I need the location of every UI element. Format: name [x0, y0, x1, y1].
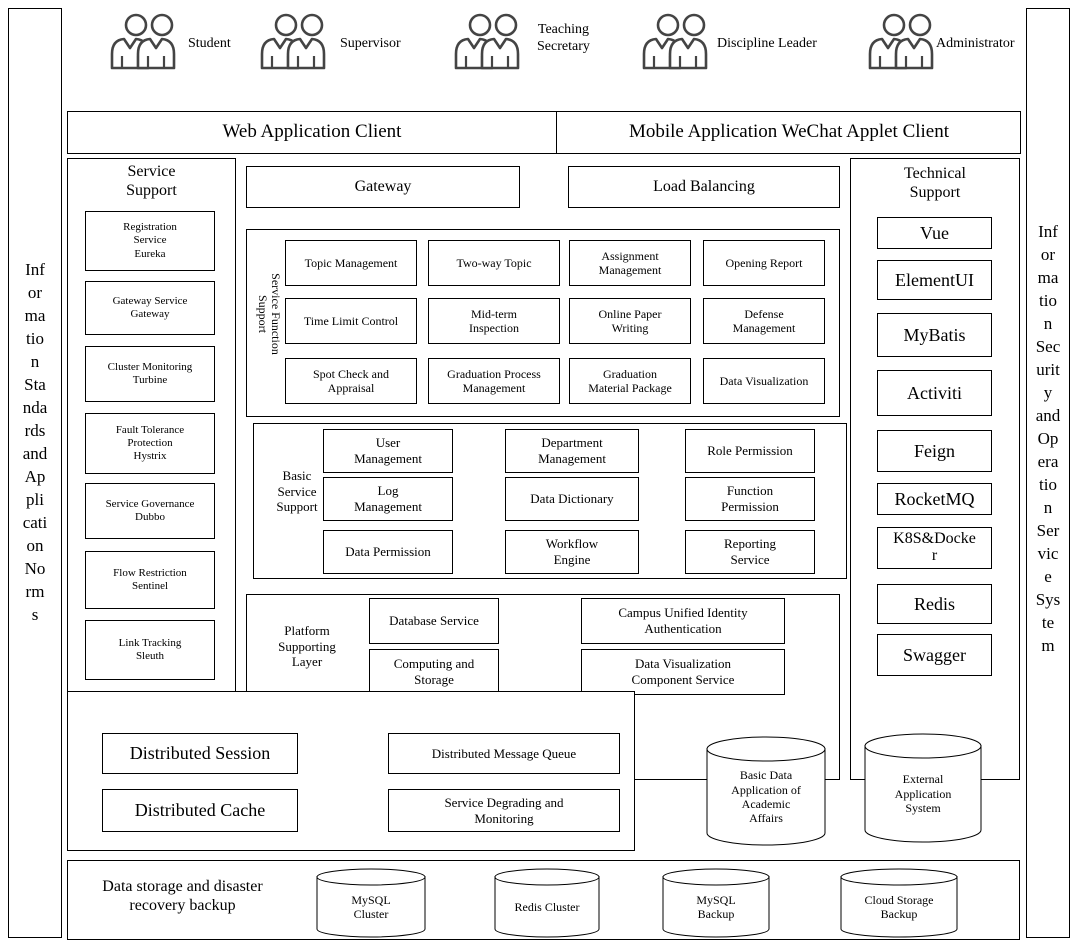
left-side-panel [8, 8, 62, 938]
service-support-item: Gateway Service Gateway [85, 281, 215, 335]
basic-service-item: Workflow Engine [505, 530, 639, 574]
platform-item: Database Service [369, 598, 499, 644]
cylinder-shape [662, 868, 770, 938]
basic-service-item: Data Dictionary [505, 477, 639, 521]
technical-support-item: Activiti [877, 370, 992, 416]
web-client: Web Application Client [222, 121, 402, 143]
basic-service-item: Data Permission [323, 530, 453, 574]
users-icon [642, 13, 708, 70]
users-icon [260, 13, 326, 70]
service-function-item: Defense Management [703, 298, 825, 344]
redis-cluster-db: Redis Cluster [494, 868, 600, 938]
mobile-client: Mobile Application WeChat Applet Client [628, 121, 950, 143]
cylinder-shape [864, 733, 982, 843]
service-support-item: Registration Service Eureka [85, 211, 215, 271]
technical-support-title: Technical Support [904, 165, 966, 202]
service-function-item: Online Paper Writing [569, 298, 691, 344]
basic-service-item: Role Permission [685, 429, 815, 473]
client-bar [67, 111, 1021, 154]
technical-support-item: MyBatis [877, 313, 992, 357]
service-function-item: Graduation Material Package [569, 358, 691, 404]
cylinder-label: Cloud Storage Backup [864, 892, 934, 921]
platform-item: Data Visualization Component Service [581, 649, 785, 695]
distributed-item: Service Degrading and Monitoring [388, 789, 620, 832]
users-icon [110, 13, 176, 70]
role-label: Supervisor [340, 36, 401, 51]
service-support-item: Flow Restriction Sentinel [85, 551, 215, 609]
cylinder-label: MySQL Backup [696, 892, 736, 921]
storage-title: Data storage and disaster recovery backu… [102, 878, 263, 915]
platform-item: Campus Unified Identity Authentication [581, 598, 785, 644]
external-db: External Application System [864, 733, 982, 843]
cylinder-label: Basic Data Application of Academic Affai… [731, 768, 801, 826]
cylinder-shape [840, 868, 958, 938]
technical-support-item: Vue [877, 217, 992, 249]
service-support-item: Link Tracking Sleuth [85, 620, 215, 680]
basic-service-item: Function Permission [685, 477, 815, 521]
service-function-item: Opening Report [703, 240, 825, 286]
service-function-item: Assignment Management [569, 240, 691, 286]
cylinder-shape [706, 736, 826, 846]
basic-service-title: Basic Service Support [276, 468, 318, 515]
technical-support-item: K8S&Docke r [877, 527, 992, 569]
load-balancing-box: Load Balancing [568, 166, 840, 208]
service-function-item: Time Limit Control [285, 298, 417, 344]
service-support-item: Service Governance Dubbo [85, 483, 215, 539]
users-icon [868, 13, 934, 70]
client-divider [556, 111, 557, 154]
service-function-item: Graduation Process Management [428, 358, 560, 404]
distributed-item: Distributed Cache [102, 789, 298, 832]
service-support-title: Service Support [126, 163, 177, 200]
role-label: Student [188, 36, 231, 51]
service-support-item: Fault Tolerance Protection Hystrix [85, 413, 215, 474]
service-function-item: Topic Management [285, 240, 417, 286]
basic-service-item: Department Management [505, 429, 639, 473]
service-function-item: Spot Check and Appraisal [285, 358, 417, 404]
service-function-item: Two-way Topic [428, 240, 560, 286]
academic-db: Basic Data Application of Academic Affai… [706, 736, 826, 846]
cylinder-label: External Application System [894, 772, 952, 816]
role-label: Discipline Leader [717, 36, 817, 51]
cylinder-shape [316, 868, 426, 938]
gateway-box: Gateway [246, 166, 520, 208]
role-label: Administrator [936, 36, 1015, 51]
platform-item: Computing and Storage [369, 649, 499, 695]
service-function-item: Mid-term Inspection [428, 298, 560, 344]
technical-support-item: Feign [877, 430, 992, 472]
technical-support-item: ElementUI [877, 260, 992, 300]
service-function-item: Data Visualization [703, 358, 825, 404]
platform-title: Platform Supporting Layer [278, 623, 336, 670]
service-support-item: Cluster Monitoring Turbine [85, 346, 215, 402]
mysql-cluster-db: MySQL Cluster [316, 868, 426, 938]
cylinder-label: Redis Cluster [514, 899, 580, 914]
basic-service-item: Log Management [323, 477, 453, 521]
mysql-backup-db: MySQL Backup [662, 868, 770, 938]
cylinder-label: MySQL Cluster [351, 892, 391, 921]
cylinder-shape [494, 868, 600, 938]
role-label: Teaching Secretary [537, 22, 590, 54]
left-side-label: Inf or ma tio n Sta nda rds and Ap pli c… [22, 260, 48, 624]
distributed-item: Distributed Session [102, 733, 298, 774]
technical-support-item: RocketMQ [877, 483, 992, 515]
distributed-item: Distributed Message Queue [388, 733, 620, 774]
right-side-label: Inf or ma tio n Sec urit y and Op era ti… [1035, 222, 1061, 655]
cloud-storage-db: Cloud Storage Backup [840, 868, 958, 938]
basic-service-item: User Management [323, 429, 453, 473]
basic-service-item: Reporting Service [685, 530, 815, 574]
right-side-panel [1026, 8, 1070, 938]
service-function-title: Service Function Support [256, 273, 283, 355]
technical-support-item: Swagger [877, 634, 992, 676]
users-icon [454, 13, 520, 70]
technical-support-item: Redis [877, 584, 992, 624]
